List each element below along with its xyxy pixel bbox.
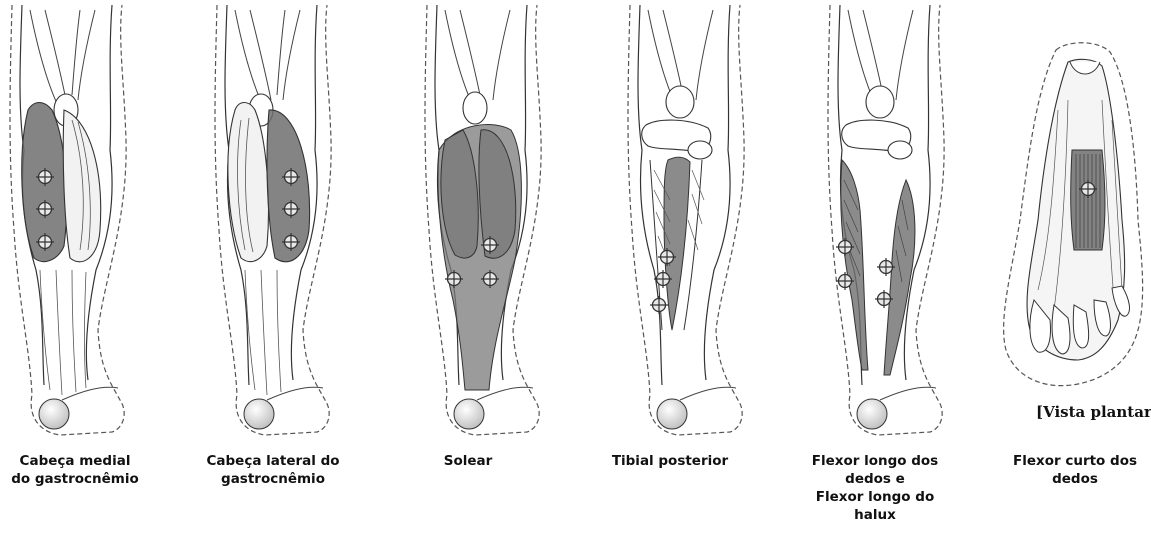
caption-soleus: Solear (378, 452, 558, 470)
caption-tibialis-posterior: Tibial posterior (580, 452, 760, 470)
heel (39, 399, 69, 429)
caption-lateral-gastrocnemius: Cabeça lateral do gastrocnêmio (183, 452, 363, 488)
leg-figure-flexor-longus (818, 0, 958, 445)
motor-point-icon (650, 296, 668, 314)
leg-figure-soleus (415, 0, 555, 445)
caption-medial-gastrocnemius: Cabeça medial do gastrocnêmio (0, 452, 165, 488)
caption-flexor-longus: Flexor longo dos dedos e Flexor longo do… (785, 452, 965, 524)
plantar-view-label: [Vista plantar] (1036, 403, 1151, 421)
leg-figure-medial-gastrocnemius (0, 0, 140, 445)
foot-figure-flexor-digitorum-brevis (998, 0, 1151, 400)
leg-figure-lateral-gastrocnemius (205, 0, 345, 445)
highlighted-muscle-flexor-digitorum-longus (841, 160, 868, 370)
leg-figure-tibialis-posterior (618, 0, 758, 445)
caption-flexor-digitorum-brevis: Flexor curto dos dedos (985, 452, 1151, 488)
highlighted-muscle-tibialis-posterior (664, 157, 690, 330)
highlighted-muscle-flexor-hallucis-longus (884, 180, 915, 375)
